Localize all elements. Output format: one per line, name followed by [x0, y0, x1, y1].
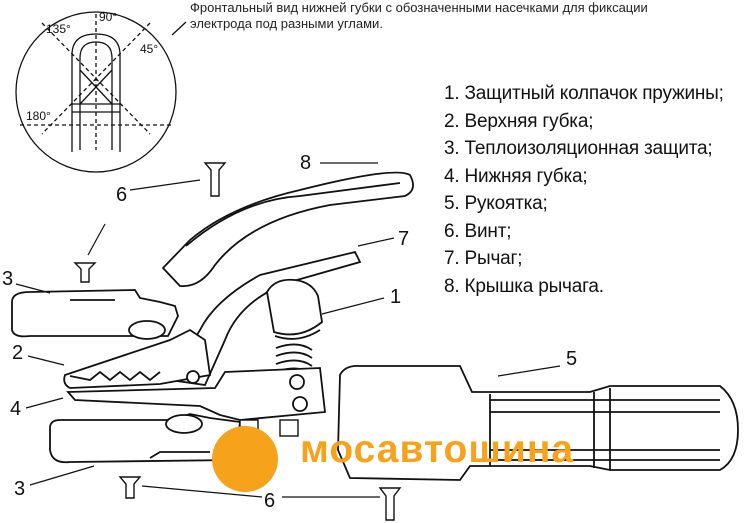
callout-2: 2 [12, 342, 24, 364]
callout-leader-lines [15, 162, 561, 498]
callout-6-bottom: 6 [264, 490, 276, 512]
callout-7: 7 [398, 228, 410, 250]
lever-part [168, 250, 362, 386]
upper-jaw-part [11, 289, 212, 389]
callout-3-bottom: 3 [14, 478, 26, 500]
handle-part [337, 365, 739, 481]
lower-insulation-part [49, 413, 242, 464]
legend-item: 1. Защитный колпачок пружины; [444, 83, 724, 104]
brand-watermark: мосавтошина [300, 428, 575, 471]
angle-90-label: 90° [99, 10, 118, 24]
angle-135-label: 135° [46, 22, 71, 36]
legend-item: 2. Верхняя губка; [444, 110, 594, 132]
legend-item: 7. Рычаг; [444, 248, 523, 269]
legend-item: 4. Нижняя губка; [444, 165, 588, 187]
callout-4: 4 [10, 398, 22, 420]
angle-180-label: 180° [26, 109, 51, 123]
callout-1: 1 [390, 286, 402, 308]
callout-6-top: 6 [116, 184, 128, 206]
callout-8: 8 [300, 152, 312, 174]
lower-jaw-part [66, 367, 326, 421]
lever-cover-part [161, 171, 414, 288]
legend-item: 5. Рукоятка; [444, 193, 548, 214]
callout-5: 5 [566, 348, 578, 370]
legend-item: 8. Крышка рычага. [444, 275, 604, 297]
jaw-front-view-inset [15, 11, 187, 173]
parts-legend: 1. Защитный колпачок пружины; 2. Верхняя… [444, 80, 724, 300]
legend-item: 6. Винт; [444, 220, 512, 242]
inset-caption: Фронтальный вид нижней губки с обозначен… [190, 0, 648, 31]
callout-3-top: 3 [2, 268, 14, 290]
angle-45-label: 45° [140, 42, 159, 56]
legend-item: 3. Теплоизоляционная защита; [444, 138, 713, 159]
brand-logo-circle [212, 426, 278, 492]
spring-cap-part [266, 278, 323, 375]
